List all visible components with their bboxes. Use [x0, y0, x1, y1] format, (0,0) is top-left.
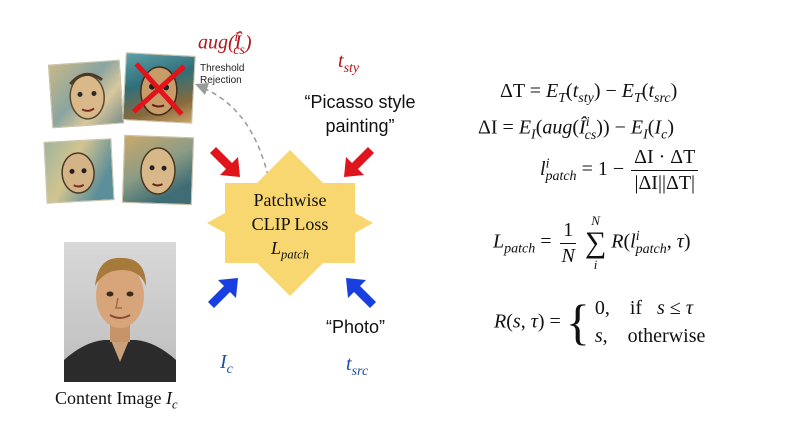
- red-arrow-top-right: [344, 147, 374, 177]
- equation-R: R(s, τ) = { 0, if s ≤ τ s, otherwise: [494, 294, 706, 350]
- augmented-patch-3: [43, 138, 115, 204]
- equation-delta-t: ΔT = ET(tsty) − ET(tsrc): [500, 80, 678, 106]
- content-image: [64, 242, 176, 382]
- blue-arrow-bottom-right: [346, 278, 376, 308]
- content-image-symbol: Ic: [220, 351, 233, 377]
- face-sketch-icon: [140, 147, 176, 195]
- threshold-rejection-label: Threshold Rejection: [200, 63, 245, 86]
- red-arrow-top-left: [210, 147, 240, 177]
- augmented-patch-label: aug(Îics): [198, 30, 252, 58]
- equation-l-patch: lipatch = 1 − ΔI · ΔT|ΔI||ΔT|: [540, 146, 700, 195]
- source-prompt-text: “Photo”: [326, 317, 386, 337]
- content-image-caption: Content Image Ic: [55, 388, 178, 412]
- augmented-patch-2-rejected: [122, 52, 196, 124]
- equation-delta-i: ΔI = EI(aug(Îics)) − EI(Ic): [478, 115, 675, 143]
- face-sketch-icon: [61, 152, 95, 194]
- patchwise-clip-loss-box: [207, 150, 373, 296]
- style-prompt-text: “Picasso style painting”: [304, 92, 416, 136]
- augmented-patch-1: [47, 59, 125, 129]
- source-text-symbol: tsrc: [346, 353, 369, 379]
- style-text-symbol: tsty: [338, 50, 360, 76]
- rejection-arrow: [195, 83, 271, 186]
- blue-arrow-bottom-left: [208, 278, 238, 308]
- loss-box-label: Patchwise CLIP Loss Lpatch: [251, 190, 329, 262]
- reject-cross-icon: [132, 62, 186, 116]
- augmented-patch-4: [121, 134, 195, 206]
- face-sketch-icon: [69, 72, 105, 120]
- portrait-icon: [64, 257, 176, 382]
